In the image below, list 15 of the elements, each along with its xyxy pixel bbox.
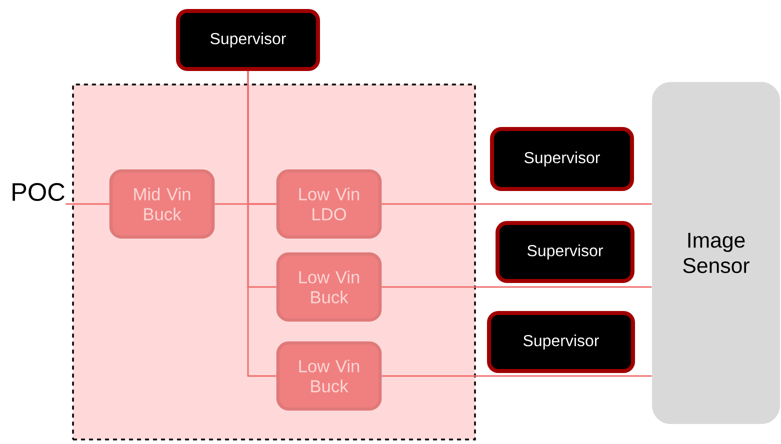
supervisor-box: Supervisor: [487, 311, 635, 373]
regulator-box: Low Vin Buck: [276, 341, 382, 411]
regulator-box: Low Vin LDO: [276, 169, 382, 239]
sensor-box: Image Sensor: [652, 82, 780, 424]
connector-line: [66, 203, 110, 205]
regulator-box: Low Vin Buck: [276, 252, 382, 322]
input-label: POC: [12, 183, 64, 201]
supervisor-box: Supervisor: [496, 221, 634, 283]
connector-line: [247, 71, 276, 377]
connector-line: [382, 286, 652, 288]
connector-line: [382, 203, 652, 205]
regulator-box: Mid Vin Buck: [109, 169, 215, 239]
connector-line: [382, 375, 652, 377]
supervisor-box: Supervisor: [490, 127, 634, 191]
supervisor-box: Supervisor: [176, 9, 320, 71]
